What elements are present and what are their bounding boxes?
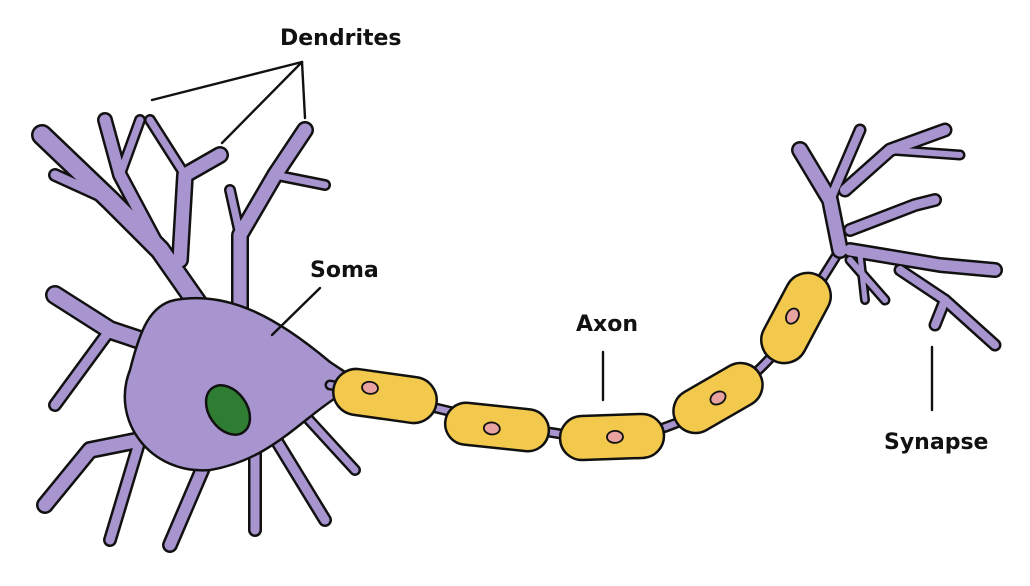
synapse-label: Synapse	[884, 430, 988, 455]
leader-lines	[150, 60, 934, 412]
myelin-sheath	[332, 271, 832, 462]
myelin-segment-2	[443, 401, 551, 453]
soma-label: Soma	[310, 258, 379, 283]
dendrites-leader-2	[220, 60, 304, 145]
dendrites-leader-3	[300, 60, 307, 120]
myelin-segment-1	[332, 367, 438, 425]
nucleus	[204, 384, 252, 436]
soma-body	[123, 296, 347, 472]
soma-leader	[270, 286, 322, 337]
dendrites-label: Dendrites	[280, 26, 402, 51]
myelin-segment-3	[558, 412, 666, 462]
dendrites-leader-1	[150, 60, 304, 102]
axon-terminals	[791, 122, 1003, 352]
myelin-segment-4	[672, 361, 764, 435]
myelin-segment-5	[760, 271, 832, 365]
axon-label: Axon	[576, 312, 638, 337]
